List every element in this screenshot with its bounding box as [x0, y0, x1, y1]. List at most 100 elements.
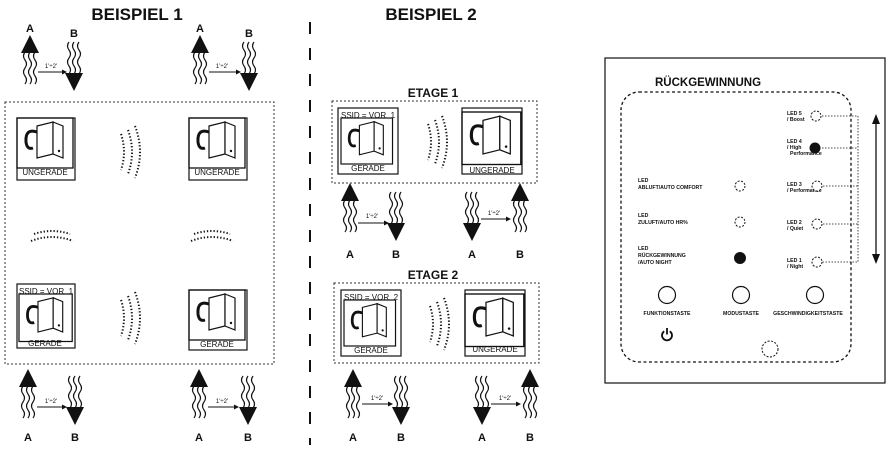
led-off-icon: [811, 218, 823, 230]
interval-label: 1'÷2': [499, 396, 511, 402]
led-off-icon: [811, 256, 823, 268]
led-label: / Boost: [787, 117, 805, 123]
power-icon[interactable]: [661, 328, 673, 342]
led-label: / High: [787, 145, 801, 151]
led-off-icon: [734, 216, 746, 228]
airflow-up-arrow: [344, 369, 362, 418]
speed-led-5: LED 5 / Boost: [787, 110, 822, 123]
label-a: A: [346, 249, 354, 261]
speed-led-4: LED 4 / High Performance: [787, 139, 822, 157]
unit-top-left: UNGERADE: [15, 116, 75, 177]
floor-1-airflow-right: 1'÷2' A B: [463, 183, 529, 261]
led-on-icon: [809, 142, 821, 154]
airflow-waves-icon: [427, 115, 448, 169]
airflow-up-arrow: [21, 35, 39, 84]
function-button[interactable]: FUNKTIONSTASTE: [644, 285, 691, 318]
interval-label: 1'÷2': [45, 399, 57, 405]
led-label: ZULUFT/AUTO HR%: [638, 220, 688, 226]
ventilation-unit-icon: [187, 116, 247, 170]
label-b: B: [516, 249, 524, 261]
mode-button[interactable]: MODUSTASTE: [723, 285, 759, 318]
label-b: B: [392, 249, 400, 261]
label-a: A: [349, 432, 357, 444]
floor-1-airflow-left: 1'÷2' A B: [341, 183, 405, 261]
led-label: LED 3: [787, 182, 802, 188]
airflow-up-arrow: [19, 369, 37, 418]
led-label: ABLUFT/AUTO COMFORT: [638, 185, 703, 191]
ventilation-unit-icon: [339, 116, 394, 166]
led-label: / Performance: [787, 188, 822, 194]
led-off-icon: [811, 180, 823, 192]
airflow-up-arrow: [191, 35, 209, 84]
led-label: LED: [638, 213, 649, 219]
function-button-label: FUNKTIONSTASTE: [644, 311, 691, 317]
floor-2-boundary: [333, 282, 540, 364]
airflow-waves-icon: [120, 291, 141, 345]
airflow-pair-bottom-left: 1'÷2' A B: [19, 369, 84, 444]
unit-top-right: UNGERADE: [187, 116, 247, 177]
unit-bottom-left: SSID = VOR_1 GERADE: [17, 287, 74, 348]
floor-1-unit-left: SSID = VOR_1 GERADE: [339, 111, 396, 173]
unit-label: UNGERADE: [22, 168, 67, 177]
led-label: / Night: [787, 264, 803, 270]
label-b: B: [397, 432, 405, 444]
speed-led-2: LED 2 / Quiet: [787, 218, 823, 232]
airflow-up-arrow: [521, 369, 539, 418]
label-a: A: [478, 432, 486, 444]
ssid-label: SSID = VOR_1: [19, 287, 74, 296]
interval-label: 1'÷2': [216, 399, 228, 405]
floor-1-unit-right: UNGERADE: [460, 110, 523, 175]
led-off-icon: [734, 180, 746, 192]
airflow-down-arrow: [392, 376, 410, 425]
label-a: A: [26, 23, 34, 35]
led-label: / Quiet: [787, 226, 803, 232]
airflow-down-arrow: [66, 376, 84, 425]
floor-2-airflow-left: 1'÷2' A B: [344, 369, 410, 444]
led-label: RÜCKGEWINNUNG: [638, 252, 686, 259]
floor-2-unit-left: SSID = VOR_2 GERADE: [342, 293, 399, 355]
label-b: B: [71, 432, 79, 444]
label-b: B: [526, 432, 534, 444]
led-on-icon: [734, 252, 746, 264]
unit-label: UNGERADE: [194, 168, 239, 177]
floor-title: ETAGE 1: [408, 86, 459, 100]
unit-label: UNGERADE: [469, 166, 514, 175]
ssid-label: SSID = VOR_1: [341, 111, 396, 120]
airflow-waves-icon: [429, 297, 450, 351]
speed-led-3: LED 3 / Performance: [787, 180, 823, 194]
led-label: /AUTO NIGHT: [638, 260, 672, 266]
label-a: A: [468, 249, 476, 261]
airflow-up-arrow: [341, 183, 359, 232]
mode-led-abluft: LED ABLUFT/AUTO COMFORT: [638, 178, 746, 192]
airflow-down-arrow: [240, 42, 258, 91]
speed-range-arrow-icon: [872, 114, 880, 264]
ssid-label: SSID = VOR_2: [344, 293, 399, 302]
interval-label: 1'÷2': [366, 214, 378, 220]
panel-title: RÜCKGEWINNUNG: [655, 76, 761, 89]
speed-button-label: GESCHWINDIGKEITSTASTE: [773, 311, 843, 317]
room-boundary: [4, 101, 275, 365]
airflow-waves-icon: [190, 230, 234, 242]
label-a: A: [196, 23, 204, 35]
floor-title: ETAGE 2: [408, 268, 459, 282]
label-a: A: [24, 432, 32, 444]
ventilation-unit-icon: [463, 292, 526, 349]
control-panel: RÜCKGEWINNUNG LED 5 / Boost LED 4 / High…: [604, 57, 886, 384]
led-label: LED: [638, 246, 649, 252]
speed-button[interactable]: GESCHWINDIGKEITSTASTE: [773, 285, 843, 318]
ventilation-unit-icon: [15, 116, 75, 170]
mode-button-label: MODUSTASTE: [723, 311, 759, 317]
label-b: B: [70, 28, 78, 40]
airflow-down-arrow: [65, 42, 83, 91]
led-label: Performance: [790, 151, 822, 157]
example2-title: BEISPIEL 2: [385, 5, 476, 24]
led-label: LED 2: [787, 220, 802, 226]
interval-label: 1'÷2': [488, 211, 500, 217]
unit-label: GERADE: [200, 340, 234, 349]
mode-led-rueckgewinnung: LED RÜCKGEWINNUNG /AUTO NIGHT: [638, 246, 746, 266]
led-connector: [822, 115, 859, 263]
label-b: B: [245, 28, 253, 40]
airflow-pair-top-left: A B 1'÷2': [21, 23, 83, 91]
led-label: LED 4: [787, 139, 802, 145]
